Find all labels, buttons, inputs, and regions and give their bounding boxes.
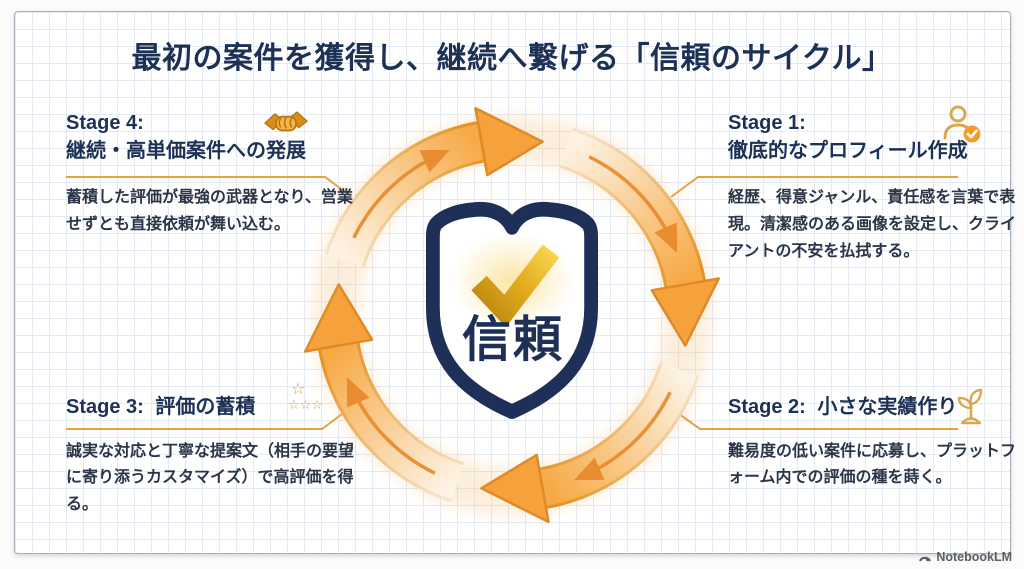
stage-4-name: 継続・高単価案件への発展 xyxy=(66,139,306,162)
star-row: ☆☆☆ xyxy=(288,397,323,412)
stage-2-title: Stage 2: 小さな実績作り xyxy=(728,394,1024,422)
page-title: 最初の案件を獲得し、継続へ繋げる「信頼のサイクル」 xyxy=(131,42,893,75)
stage-1-block: Stage 1: 徹底的なプロフィール作成 経歴、得意ジャンル、責任感を言葉で表… xyxy=(728,110,1020,266)
stage-3-label: Stage 3: xyxy=(66,396,144,418)
stage-4-title: Stage 4: 継続・高単価案件への発展 xyxy=(66,110,366,165)
stage-2-block: Stage 2: 小さな実績作り 難易度の低い案件に応募し、プラットフォーム内で… xyxy=(728,394,1024,492)
brand-name: NotebookLM xyxy=(936,550,1012,564)
stage-3-title: Stage 3: 評価の蓄積 xyxy=(66,394,366,422)
stars-icon: ☆ ☆☆☆ xyxy=(288,381,344,412)
star-top: ☆ xyxy=(291,381,306,398)
stage-1-label: Stage 1: xyxy=(728,112,806,134)
person-check-icon xyxy=(943,105,981,143)
sprout-icon xyxy=(957,388,983,425)
brand-footer: NotebookLM xyxy=(918,550,1012,564)
stage-2-label: Stage 2: xyxy=(728,396,806,418)
stage-4-block: Stage 4: 継続・高単価案件への発展 蓄積した評価が最強の武器となり、営業… xyxy=(66,110,366,239)
notebooklm-icon xyxy=(919,556,932,562)
stage-1-title: Stage 1: 徹底的なプロフィール作成 xyxy=(728,110,1020,165)
stage-1-description: 経歴、得意ジャンル、責任感を言葉で表現。清潔感のある画像を設定し、クライアントの… xyxy=(728,189,1017,260)
stage-2-description: 難易度の低い案件に応募し、プラットフォーム内での評価の種を蒔く。 xyxy=(728,442,1017,487)
stage-4-description: 蓄積した評価が最強の武器となり、営業せずとも直接依頼が舞い込む。 xyxy=(66,189,353,234)
stage-1-name: 徹底的なプロフィール作成 xyxy=(728,139,968,162)
stage-3-block: Stage 3: 評価の蓄積 誠実な対応と丁寧な提案文（相手の要望に寄り添うカス… xyxy=(66,394,366,519)
handshake-icon xyxy=(264,111,308,132)
stage-3-description: 誠実な対応と丁寧な提案文（相手の要望に寄り添うカスタマイズ）で高評価を得る。 xyxy=(66,442,355,514)
stage-4-label: Stage 4: xyxy=(66,112,144,134)
stage-3-name: 評価の蓄積 xyxy=(155,396,256,418)
stage-2-name: 小さな実績作り xyxy=(817,396,958,418)
